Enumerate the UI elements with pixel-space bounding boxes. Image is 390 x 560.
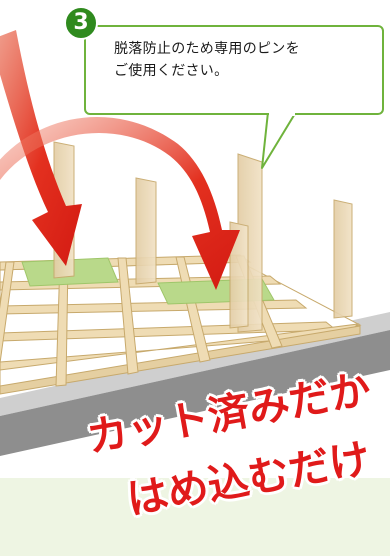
red-curved-arrow-right: [0, 117, 240, 290]
step-number-badge: 3: [64, 6, 98, 40]
callout-line-1: 脱落防止のため専用のピンを: [114, 41, 300, 57]
callout-box: [84, 25, 384, 115]
callout-text: 脱落防止のため専用のピンを ご使用ください。: [114, 38, 378, 82]
callout-line-2: ご使用ください。: [114, 63, 229, 79]
callout-pointer: [261, 111, 297, 169]
bottom-background-band: [0, 478, 390, 556]
red-curved-arrow-left: [0, 30, 82, 266]
callout-pointer-join: [269, 112, 295, 116]
concrete-slab-face: [0, 330, 390, 456]
